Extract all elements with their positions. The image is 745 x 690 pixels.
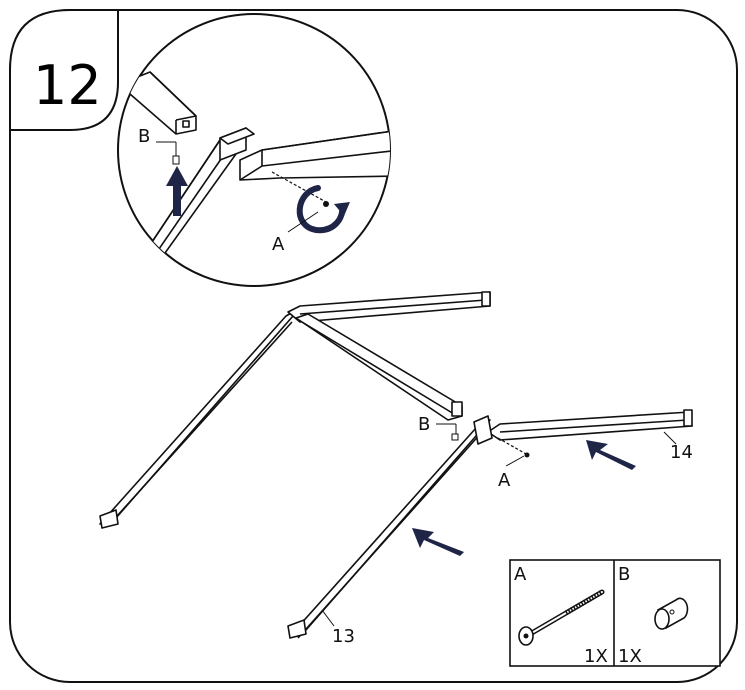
push-arrow-icon: [586, 440, 636, 470]
part-a-letter: A: [514, 564, 527, 585]
part-b-letter: B: [618, 564, 630, 585]
parts-box: A B 1X 1X: [509, 559, 721, 667]
detail-label-a: A: [272, 234, 285, 255]
push-arrow-icon: [412, 528, 464, 556]
rotation-arrow-icon: [296, 185, 346, 234]
assembly-label-a: A: [498, 470, 511, 491]
part-b-quantity: 1X: [618, 646, 642, 667]
step-number-tab: [9, 9, 119, 131]
bolt-icon: [518, 589, 605, 646]
front-connector-block: [473, 415, 493, 445]
detail-label-b: B: [138, 126, 150, 147]
part-number-14: 14: [670, 442, 693, 463]
up-arrow-icon: [166, 166, 188, 216]
part-a-quantity: 1X: [584, 646, 608, 667]
detail-bolt-line: [271, 171, 327, 203]
step-number: 12: [33, 54, 102, 117]
part-number-13: 13: [332, 626, 355, 647]
barrel-nut-icon: [654, 597, 689, 630]
detail-zoom-view: B A: [117, 13, 391, 287]
assembly-label-b: B: [418, 414, 430, 435]
main-assembly: [99, 291, 693, 639]
